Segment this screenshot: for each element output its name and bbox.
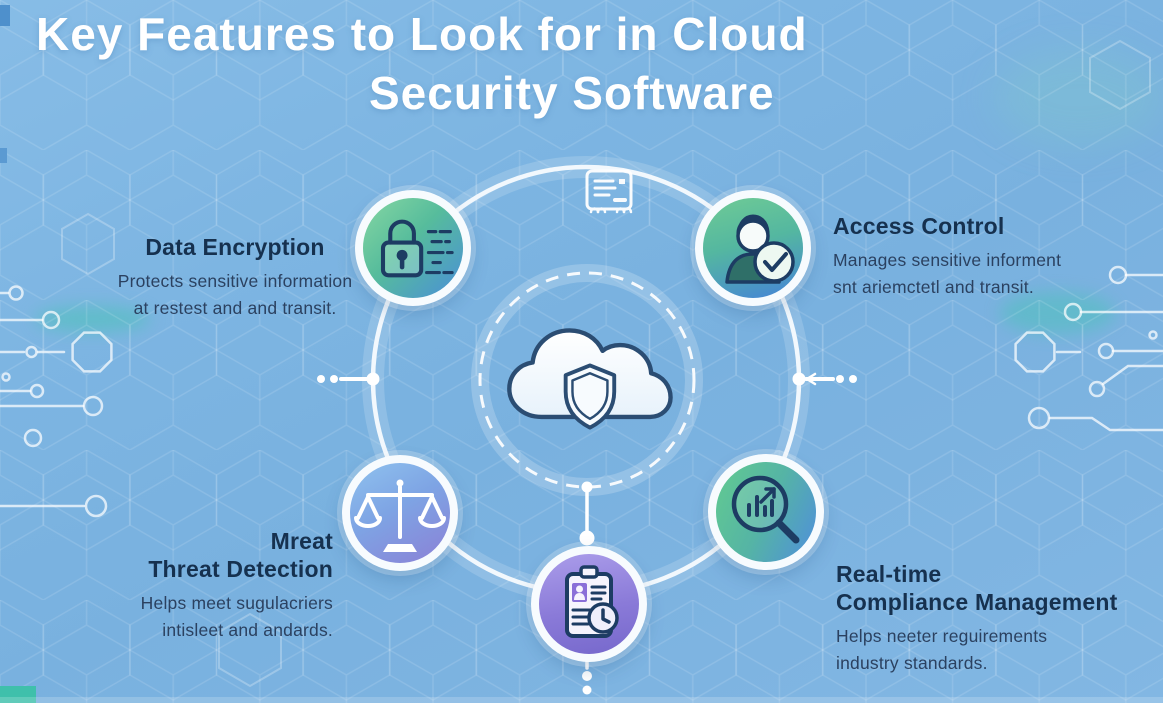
connector-lines (339, 372, 835, 670)
scales-icon (354, 479, 446, 552)
cloud-shield-icon (507, 328, 673, 430)
clipboard-circle (531, 546, 647, 662)
title-line-1: Key Features to Look for in Cloud (36, 8, 808, 60)
feature-compliance: Real-time Compliance Management Helps ne… (836, 560, 1163, 676)
bottom-edge-band (0, 697, 1163, 703)
magnifier-bar-chart-icon (731, 475, 800, 544)
access-control-heading: Access Control (833, 213, 1005, 239)
data-encryption-circle (355, 190, 471, 306)
compliance-heading: Real-time Compliance Management (836, 561, 1118, 615)
circuit-decoration-left (0, 285, 113, 518)
access-control-body: Manages sensitive informent snt ariemcte… (833, 250, 1062, 297)
accent-hexagons (61, 39, 1151, 688)
document-icon (585, 169, 633, 214)
access-control-circle (695, 190, 811, 306)
feature-threat-detection: Mreat Threat Detection Helps meet sugula… (57, 527, 333, 643)
compliance-circle (708, 454, 824, 570)
user-check-icon (725, 214, 795, 284)
data-encryption-body: Protects sensitive information at restes… (117, 271, 353, 318)
data-encryption-heading: Data Encryption (145, 234, 325, 260)
feature-data-encryption: Data Encryption Protects sensitive infor… (85, 233, 385, 321)
title-line-2: Security Software (369, 67, 775, 119)
feature-access-control: Access Control Manages sensitive informe… (833, 212, 1153, 300)
padlock-encryption-icon (380, 219, 454, 278)
clipboard-clock-icon (565, 565, 619, 638)
threat-detection-body: Helps meet sugulacriers intisleet and an… (140, 593, 333, 640)
circuit-decoration-right (1014, 265, 1163, 432)
corner-accent-bottom-left (0, 686, 36, 703)
center-hub (493, 312, 683, 448)
document-satellite (581, 167, 641, 221)
threat-detection-circle (342, 455, 458, 571)
corner-accent-top-left (0, 5, 10, 26)
edge-accent-left (0, 148, 7, 163)
compliance-body: Helps neeter reguirements industry stand… (836, 626, 1048, 673)
threat-detection-heading: Mreat Threat Detection (148, 528, 333, 582)
